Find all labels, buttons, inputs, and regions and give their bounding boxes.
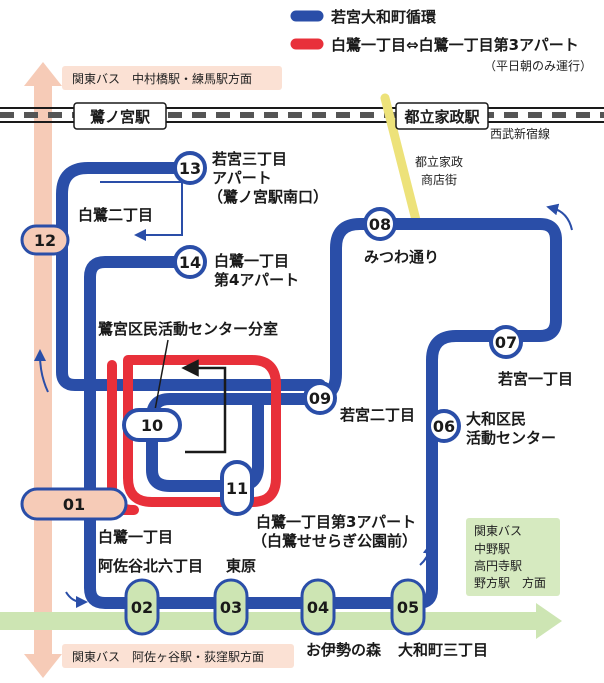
stop-08-name: みつわ通り xyxy=(364,248,439,266)
stop-07[interactable]: 07 xyxy=(489,325,523,359)
stop-01-name: 白鷺一丁目 xyxy=(98,528,173,546)
stop-04[interactable]: 04 xyxy=(300,578,336,636)
direction-arrow xyxy=(34,349,49,393)
railway-line-name: 西武新宿線 xyxy=(490,126,550,141)
legend: 若宮大和町循環 白鷺一丁目⇔白鷺一丁目第3アパート （平日朝のみ運行） xyxy=(290,8,592,73)
stop-05-name: 大和町三丁目 xyxy=(398,641,488,659)
svg-text:03: 03 xyxy=(220,598,242,617)
stop-03-name: 東原 xyxy=(226,557,256,575)
svg-text:12: 12 xyxy=(34,231,56,250)
stop-07-name: 若宮一丁目 xyxy=(497,370,573,388)
svg-text:04: 04 xyxy=(307,598,329,617)
direction-arrow xyxy=(65,591,88,608)
stop-06[interactable]: 06 xyxy=(427,409,461,443)
svg-text:関東バス 阿佐ヶ谷駅・荻窪駅方面: 関東バス 阿佐ヶ谷駅・荻窪駅方面 xyxy=(72,649,264,664)
svg-text:関東バス: 関東バス xyxy=(474,524,522,538)
stop-14[interactable]: 14 xyxy=(173,245,207,279)
stop-06-name: 活動センター xyxy=(466,429,556,447)
kanto-bus-top-label: 関東バス 中村橋駅・練馬駅方面 xyxy=(62,66,282,90)
shopping-street-line xyxy=(380,93,422,229)
stop-09[interactable]: 09 xyxy=(303,381,337,415)
kanto-bus-right-label: 関東バス 中野駅 高円寺駅 野方駅 方面 xyxy=(466,518,560,596)
stop-03[interactable]: 03 xyxy=(213,578,249,636)
shopping-street-label: 商店街 xyxy=(421,172,457,187)
loop-route xyxy=(56,162,562,609)
legend-weekday-label: 白鷺一丁目⇔白鷺一丁目第3アパート xyxy=(331,36,579,54)
stop-06-name: 大和区民 xyxy=(466,410,526,428)
svg-text:09: 09 xyxy=(309,389,331,408)
svg-text:13: 13 xyxy=(179,159,201,178)
stop-04-name: お伊勢の森 xyxy=(306,641,382,659)
svg-text:08: 08 xyxy=(369,215,391,234)
direction-arrow xyxy=(546,203,573,231)
stop-12[interactable]: 12 xyxy=(20,224,70,256)
svg-text:関東バス 中村橋駅・練馬駅方面: 関東バス 中村橋駅・練馬駅方面 xyxy=(72,71,252,86)
stop-11[interactable]: 11 xyxy=(220,460,254,516)
stop-10-name: 鷺宮区民活動センター分室 xyxy=(98,320,278,338)
stop-13[interactable]: 13 xyxy=(173,151,207,185)
stop-14-name: 白鷺一丁目 xyxy=(214,252,289,270)
stop-13-name: アパート xyxy=(212,169,272,187)
svg-text:02: 02 xyxy=(131,598,153,617)
station-toritsu-kasei: 都立家政駅 xyxy=(395,102,489,130)
svg-text:14: 14 xyxy=(179,253,201,272)
legend-loop-label: 若宮大和町循環 xyxy=(330,8,437,26)
stop-12-name: 白鷺二丁目 xyxy=(78,206,153,224)
svg-text:07: 07 xyxy=(495,333,517,352)
svg-text:11: 11 xyxy=(226,479,248,498)
stop-05[interactable]: 05 xyxy=(390,578,426,636)
svg-text:鷺ノ宮駅: 鷺ノ宮駅 xyxy=(90,108,151,126)
svg-text:06: 06 xyxy=(433,417,455,436)
stop-11-name: （白鷺せせらぎ公園前） xyxy=(252,532,417,550)
stop-10-callout-line xyxy=(154,339,169,411)
stop-14-name: 第4アパート xyxy=(214,271,299,289)
stop-02[interactable]: 02 xyxy=(124,578,160,636)
direction-arrow xyxy=(181,359,227,454)
svg-text:05: 05 xyxy=(397,598,419,617)
stop-09-name: 若宮二丁目 xyxy=(339,406,415,424)
kanto-bus-bottom-label: 関東バス 阿佐ヶ谷駅・荻窪駅方面 xyxy=(62,644,294,668)
stop-13-name: （鷺ノ宮駅南口） xyxy=(208,188,328,206)
shopping-street-label: 都立家政 xyxy=(415,154,463,169)
direction-arrow xyxy=(100,181,183,241)
stop-11-name: 白鷺一丁目第3アパート xyxy=(256,513,416,531)
legend-weekday-note: （平日朝のみ運行） xyxy=(484,59,592,73)
svg-text:01: 01 xyxy=(63,495,85,514)
svg-text:都立家政駅: 都立家政駅 xyxy=(403,108,480,126)
stop-13-name: 若宮三丁目 xyxy=(211,150,287,168)
svg-text:高円寺駅: 高円寺駅 xyxy=(474,558,522,573)
stop-08[interactable]: 08 xyxy=(363,207,397,241)
svg-text:10: 10 xyxy=(141,416,163,435)
stop-10[interactable]: 10 xyxy=(122,408,182,442)
stop-01[interactable]: 01 xyxy=(20,487,128,521)
stop-02-name: 阿佐谷北六丁目 xyxy=(98,557,203,575)
direction-arrow xyxy=(419,542,435,566)
svg-text:野方駅 方面: 野方駅 方面 xyxy=(474,575,546,590)
station-sagino-miya: 鷺ノ宮駅 xyxy=(73,102,167,130)
svg-text:中野駅: 中野駅 xyxy=(474,541,510,556)
